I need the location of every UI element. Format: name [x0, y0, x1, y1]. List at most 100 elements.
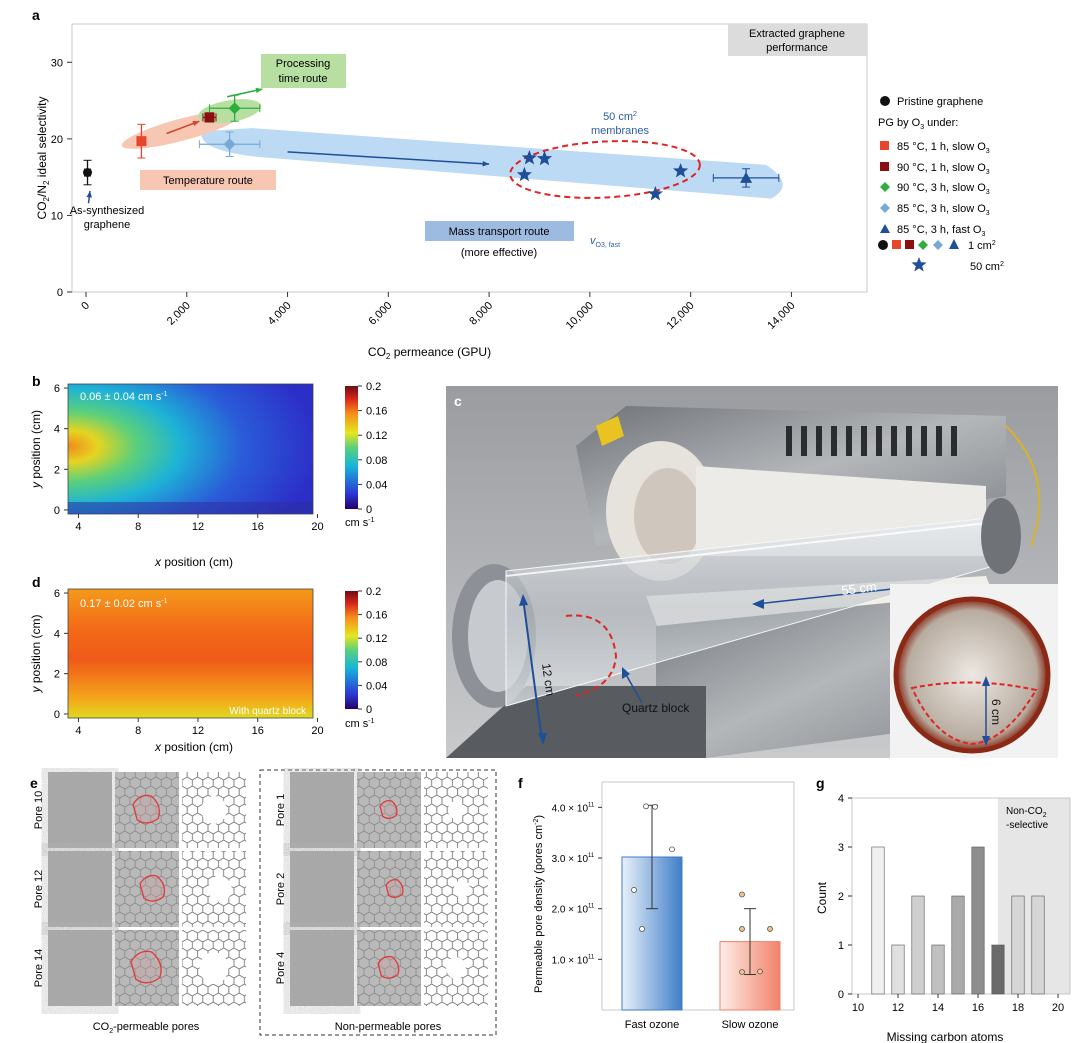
xtick-label-2000: 2,000 [165, 300, 193, 328]
bar-13 [911, 895, 925, 995]
svg-text:1 cm2: 1 cm2 [968, 240, 996, 252]
photo-c-diameter-label: 12 cm [539, 662, 557, 696]
point-s2-0 [204, 112, 215, 123]
bar-11 [871, 846, 885, 995]
panel-f-frame [601, 781, 795, 1011]
pore-outline [379, 800, 398, 819]
panel-letter-d: d [32, 575, 41, 590]
xtick-label-12000: 12,000 [664, 300, 696, 332]
photo-c-length-label: 55 cm [841, 579, 878, 598]
tem-filtered-lattice [357, 851, 421, 927]
bar-18 [1011, 895, 1025, 995]
datapoint-0-1 [652, 803, 658, 810]
d-axes-ytick-label-4: 4 [54, 628, 60, 640]
panel-a-marks [83, 94, 780, 201]
panel-a-legend: Pristine graphene PG by O3 under: 85 °C,… [878, 96, 1004, 273]
ytick-label-20: 20 [51, 134, 63, 146]
atomic-model-pore [446, 957, 466, 979]
datapoint-1-0 [739, 891, 745, 898]
d-cbar-tick-label-0: 0.2 [366, 586, 381, 598]
tem-filtered-lattice [357, 930, 421, 1006]
temperature-label: Temperature route [163, 175, 253, 187]
as-synth-label-2: graphene [84, 219, 131, 231]
d-axes-xtick-label-4: 4 [75, 725, 81, 737]
panel-a-xlabel: CO2 permeance (GPU) [368, 345, 491, 361]
bar-16 [971, 846, 985, 995]
heatmap-b-field [67, 383, 314, 515]
ytick-label-10: 10 [51, 210, 63, 222]
b-axes-xtick-label-8: 8 [135, 521, 141, 533]
panel-e-right-caption: Non-permeable pores [335, 1021, 442, 1033]
svg-text:PG by O3 under:: PG by O3 under: [878, 117, 958, 131]
b-cbar-tick-label-4: 0.04 [366, 479, 387, 491]
xtick-label-0: 0 [79, 300, 92, 313]
extracted-label-box [728, 24, 867, 56]
f-ytick-exp-3: 11 [588, 802, 595, 808]
b-axes-xtick-label-16: 16 [252, 521, 264, 533]
panel-letter-g: g [816, 775, 825, 791]
pore-label-pore-10: Pore 10 [33, 791, 45, 830]
colorbar-b-unit: cm s-1 [345, 517, 375, 529]
point-s3-0 [228, 102, 241, 115]
panel-g-xlabel: Missing carbon atoms [887, 1030, 1004, 1043]
g-ytick-label-4: 4 [838, 793, 844, 805]
datapoint-1-3 [767, 926, 773, 932]
f-ytick-label-0: 1.0 × 10 [552, 955, 589, 966]
datapoint-0-2 [669, 846, 675, 853]
panel-c-furnace-photo: c 12 cm [446, 386, 1058, 758]
point-s1-0 [136, 136, 147, 147]
b-cbar-tick-label-1: 0.16 [366, 406, 387, 418]
datapoint-0-3 [631, 887, 637, 893]
processing-label-box [261, 54, 346, 88]
g-xtick-label-18: 18 [1012, 1002, 1024, 1014]
xtick-label-6000: 6,000 [366, 300, 394, 328]
f-ytick-exp-1: 11 [588, 904, 595, 910]
d-cbar-tick-label-4: 0.04 [366, 680, 387, 692]
point-s6-0 [516, 166, 532, 182]
mass-transport-arrow-head [482, 161, 490, 167]
ytick-label-0: 0 [57, 287, 63, 299]
b-axes-xtick-label-4: 4 [75, 521, 81, 533]
datapoint-0-4 [639, 926, 645, 932]
panel-e-right-dashed-frame [259, 769, 497, 1036]
tem-raw-noise [290, 772, 354, 848]
panel-letter-b: b [32, 373, 41, 389]
d-cbar-tick-label-5: 0 [366, 704, 372, 716]
point-s4-0 [223, 138, 236, 151]
b-axes-ytick-label-4: 4 [54, 424, 60, 436]
photo-c-quartz-label: Quartz block [622, 701, 690, 715]
g-ytick-label-1: 1 [838, 940, 844, 952]
pore-outline [139, 874, 166, 902]
atomic-model-pore [199, 952, 229, 984]
colorbar-b-ticks: 0.20.160.120.080.040 [358, 381, 387, 516]
panel-letter-c: c [454, 393, 462, 409]
photo-c-inset-tube-end [893, 596, 1051, 754]
panel-d-heatmap: d 0.17 ± 0.02 cm s-1 With quartz block 4… [29, 575, 387, 754]
tem-raw-noise [48, 930, 112, 1006]
legend-star-icon [911, 257, 927, 272]
svg-text:85 °C, 3 h, slow O3: 85 °C, 3 h, slow O3 [897, 203, 990, 217]
tem-filtered-lattice [357, 772, 421, 848]
membranes-label-2: membranes [591, 125, 650, 137]
b-axes-xtick-label-20: 20 [311, 521, 323, 533]
d-cbar-tick-label-2: 0.12 [366, 633, 387, 645]
d-axes-ytick-label-6: 6 [54, 588, 60, 600]
panel-a-ylabel: CO2/N2 ideal selectivity [35, 97, 51, 220]
d-axes-xtick-label-12: 12 [192, 725, 204, 737]
g-ytick-label-2: 2 [838, 891, 844, 903]
temperature-label-box [140, 170, 276, 190]
g-xtick-label-20: 20 [1052, 1002, 1064, 1014]
g-ytick-label-0: 0 [838, 989, 844, 1001]
panel-b-xlabel: x position (cm) [154, 555, 233, 569]
f-ytick-label-2: 3.0 × 10 [552, 854, 589, 865]
colorbar-b [345, 386, 358, 509]
datapoint-0-0 [643, 803, 649, 810]
tem-raw-noise [48, 851, 112, 927]
mass-label: Mass transport route [449, 226, 550, 238]
